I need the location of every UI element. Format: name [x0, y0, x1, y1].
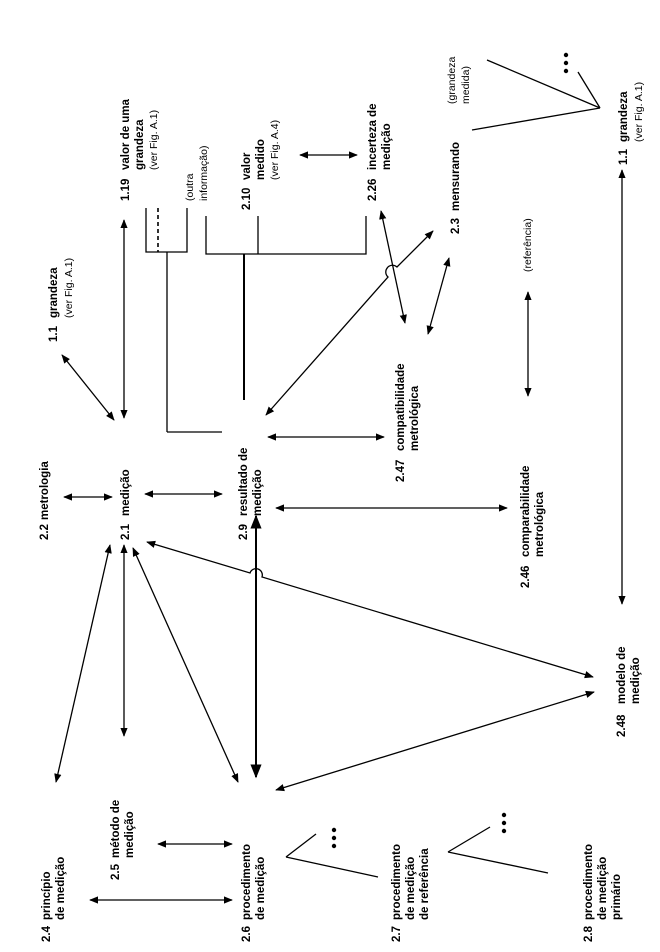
concept-2-4-number: 2.4	[41, 925, 53, 942]
concept-1-1-right-number: 1.1	[618, 148, 630, 165]
concept-2-6-number: 2.6	[241, 926, 253, 942]
concept-1-1-grandeza-note: (ver Fig. A.1)	[63, 258, 75, 318]
concept-2-4-label-2: de medição	[55, 857, 67, 920]
concept-2-4-label-1: princípio	[41, 871, 53, 920]
arrow-medicao-principio	[54, 544, 112, 783]
concept-2-8-label-2: de medição	[597, 857, 609, 920]
arrow-medicao-modelo	[146, 540, 594, 679]
concept-2-26-label-1: incerteza de	[367, 104, 379, 170]
line-procedimento-dots	[285, 833, 317, 858]
concept-2-10-note: (ver Fig. A.4)	[269, 120, 281, 180]
arrow-procedimento-modelo	[275, 690, 595, 792]
concept-2-3-label: mensurando	[450, 142, 462, 211]
concept-2-26-label-2: medição	[381, 123, 393, 170]
line-referencia-primario	[447, 851, 549, 874]
connector-lines	[54, 59, 626, 904]
concept-2-3-number: 2.3	[450, 218, 462, 234]
note-outra-1: (outra	[184, 173, 196, 201]
concept-2-7-label-2: de medição	[405, 857, 417, 920]
concept-2-8-number: 2.8	[583, 925, 595, 942]
concept-2-10-number: 2.10	[241, 188, 253, 210]
concept-2-47-label-2: metrológica	[409, 385, 421, 451]
concept-2-6-label-1: procedimento	[241, 844, 253, 920]
note-referencia: (referência)	[522, 218, 534, 272]
bracket-valor	[145, 208, 188, 253]
concept-2-2-number: 2.2	[39, 524, 51, 540]
arrow-compatibilidade-mensurando	[426, 257, 451, 335]
concept-2-9-label-1: resultado de	[238, 448, 250, 516]
concept-1-19-label-1: valor de uma	[120, 98, 132, 170]
ellipsis-dots-procedimento	[331, 827, 337, 849]
concept-2-46-label-2: metrológica	[534, 491, 546, 557]
concept-2-7-label-3: de referência	[419, 848, 431, 920]
ellipsis-dots-referencia	[501, 812, 507, 834]
concept-2-1-number: 2.1	[120, 523, 132, 540]
concept-2-7-number: 2.7	[391, 926, 403, 942]
concept-1-1-right-note: (ver Fig. A.1)	[633, 82, 645, 142]
concept-2-47-label-1: compatibilidade	[395, 363, 407, 451]
concept-labels: 1.1 grandeza (ver Fig. A.1) 1.19 valor d…	[39, 57, 645, 942]
concept-2-48-label-1: modelo de	[616, 646, 628, 704]
concept-2-5-number: 2.5	[110, 863, 122, 880]
concept-2-48-label-2: medição	[630, 657, 642, 704]
line-grandeza-dots	[577, 71, 601, 109]
concept-2-7-label-1: procedimento	[391, 844, 403, 920]
concept-2-9-number: 2.9	[238, 524, 250, 540]
concept-2-46-label-1: comparabilidade	[520, 466, 532, 557]
arrow-medicao-procedimento	[132, 547, 239, 783]
concept-2-8-label-1: procedimento	[583, 844, 595, 920]
note-grandeza-medida-1: (grandeza	[446, 57, 458, 104]
arrow-resultado-mensurando	[265, 230, 434, 416]
concept-1-19-number: 1.19	[120, 179, 132, 201]
concept-1-1-right-label: grandeza	[618, 91, 630, 142]
concept-2-6-label-2: de medição	[255, 857, 267, 920]
concept-2-8-label-3: primário	[611, 874, 623, 920]
concept-2-48-number: 2.48	[616, 714, 628, 737]
concept-2-9-label-2: medição	[252, 469, 264, 516]
note-grandeza-medida-2: medida)	[460, 66, 472, 104]
line-grandeza-medida	[486, 59, 601, 109]
concept-2-26-number: 2.26	[367, 179, 379, 201]
concept-2-10-label-2: medido	[255, 139, 267, 180]
arrow-mensurando-grandeza	[471, 107, 601, 131]
arrow-incerteza-compatibilidade	[379, 210, 407, 324]
concept-1-19-label-2: grandeza	[134, 119, 146, 170]
line-referencia-dots	[447, 826, 491, 853]
ellipsis-dots-grandeza	[563, 52, 569, 74]
concept-1-19-note: (ver Fig. A.1)	[148, 110, 160, 170]
concept-1-1-grandeza-number: 1.1	[48, 325, 60, 342]
concept-2-5-label-2: medição	[124, 811, 136, 858]
concept-2-47-number: 2.47	[395, 460, 407, 482]
concept-2-5-label-1: método de	[110, 800, 122, 858]
concept-2-46-number: 2.46	[520, 566, 532, 588]
concept-2-1-label: medição	[120, 469, 132, 516]
bracket-valor-medido	[205, 216, 367, 255]
arrow-grandeza-medicao	[61, 354, 115, 421]
concept-2-2-label: metrologia	[39, 461, 51, 520]
concept-1-1-grandeza-label: grandeza	[48, 267, 60, 318]
note-outra-2: informação)	[198, 146, 210, 201]
line-procedimento-referencia	[285, 856, 379, 878]
concept-2-10-label-1: valor	[241, 152, 253, 180]
